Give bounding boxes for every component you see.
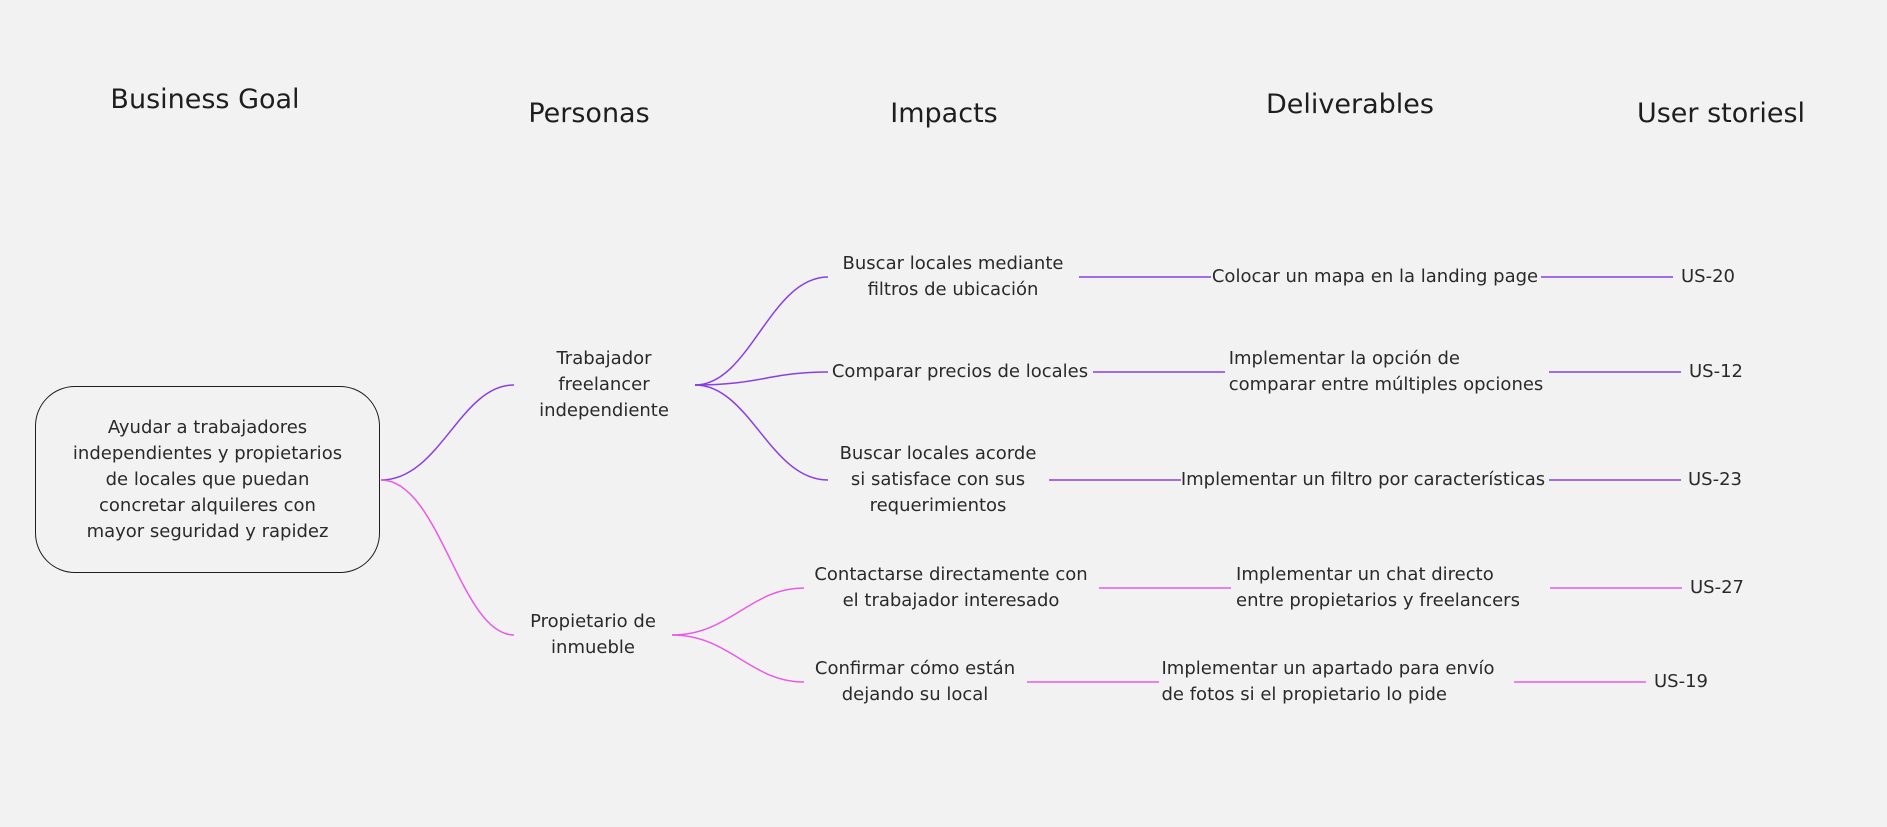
- connector-propietario-to-impact-5: [671, 634, 805, 683]
- impact-buscar-requerimientos[interactable]: Buscar locales acorde si satisface con s…: [839, 443, 1037, 516]
- impact-contactarse[interactable]: Contactarse directamente con el trabajad…: [814, 564, 1088, 611]
- user-story-us-12[interactable]: US-12: [1689, 361, 1743, 382]
- connector-freelancer-to-impact-1: [694, 276, 829, 386]
- heading-impacts: Impacts: [890, 98, 998, 129]
- deliverable-filtro-caracteristicas[interactable]: Implementar un filtro por característica…: [1180, 469, 1546, 490]
- business-goal-node[interactable]: Ayudar a trabajadores independientes y p…: [35, 386, 380, 573]
- heading-personas: Personas: [528, 98, 650, 129]
- deliverable-comparar-opciones[interactable]: Implementar la opción de comparar entre …: [1228, 348, 1544, 395]
- business-goal-text: Ayudar a trabajadores independientes y p…: [72, 416, 343, 542]
- deliverable-envio-fotos[interactable]: Implementar un apartado para envío de fo…: [1161, 658, 1495, 705]
- connector-propietario-to-impact-4: [671, 587, 805, 636]
- deliverable-mapa-landing[interactable]: Colocar un mapa en la landing page: [1211, 266, 1539, 287]
- heading-business-goal: Business Goal: [110, 84, 300, 115]
- user-story-us-27[interactable]: US-27: [1690, 577, 1744, 598]
- connector-goal-to-freelancer: [380, 384, 515, 481]
- user-story-us-19[interactable]: US-19: [1654, 671, 1708, 692]
- connector-freelancer-to-impact-3: [694, 384, 829, 481]
- persona-freelancer[interactable]: Trabajador freelancer independiente: [539, 348, 669, 421]
- heading-deliverables: Deliverables: [1266, 89, 1434, 120]
- connector-freelancer-to-impact-2: [694, 371, 829, 386]
- user-story-us-23[interactable]: US-23: [1688, 469, 1742, 490]
- impact-buscar-ubicacion[interactable]: Buscar locales mediante filtros de ubica…: [842, 253, 1064, 300]
- impact-comparar-precios[interactable]: Comparar precios de locales: [831, 361, 1089, 382]
- user-story-us-20[interactable]: US-20: [1681, 266, 1735, 287]
- deliverable-chat-directo[interactable]: Implementar un chat directo entre propie…: [1236, 564, 1520, 611]
- heading-user-stories: User storiesl: [1636, 98, 1806, 129]
- persona-propietario[interactable]: Propietario de inmueble: [530, 611, 656, 658]
- connector-goal-to-propietario: [380, 479, 515, 636]
- impact-confirmar-local[interactable]: Confirmar cómo están dejando su local: [814, 658, 1016, 705]
